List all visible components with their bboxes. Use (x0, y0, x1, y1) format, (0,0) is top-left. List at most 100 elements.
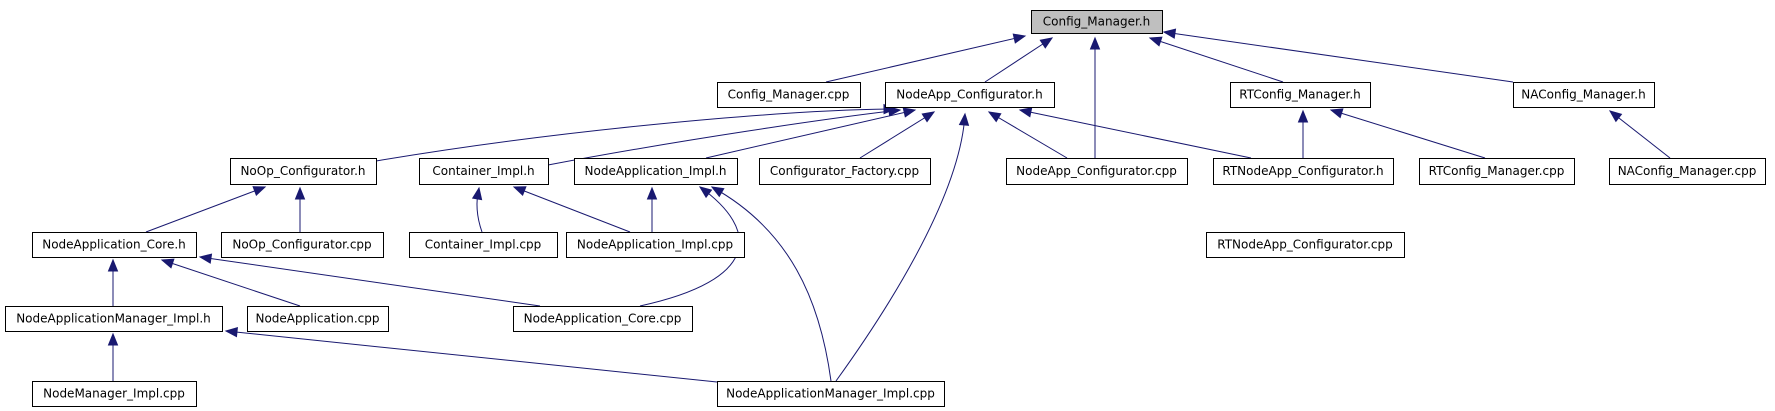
node-nodeapplication_core_h[interactable]: NodeApplication_Core.h (32, 232, 197, 258)
edge-line (161, 259, 301, 307)
arrow-head (887, 106, 902, 117)
node-box[interactable] (513, 306, 693, 332)
edge-rtnodeapp_configurator_h-to-nodeapp_configurator_h (1018, 107, 1252, 159)
arrow-head (1329, 108, 1344, 119)
edge-line (984, 37, 1053, 83)
node-naconfig_manager_h[interactable]: NAConfig_Manager.h (1513, 82, 1655, 108)
edge-nodeapplicationmanager_impl_cpp-to-nodeapp_configurator_h (835, 112, 970, 382)
node-label: NodeApplication.cpp (255, 312, 379, 326)
arrow-head (1089, 36, 1101, 50)
node-box[interactable] (759, 158, 931, 185)
node-configurator_factory_cpp[interactable]: Configurator_Factory.cpp (759, 158, 931, 185)
arrow-head (252, 186, 267, 196)
node-box[interactable] (1609, 158, 1766, 185)
node-config_manager_cpp[interactable]: Config_Manager.cpp (717, 82, 861, 108)
node-nodeapplication_impl_h[interactable]: NodeApplication_Impl.h (574, 158, 738, 185)
node-nodeapplicationmanager_impl_h[interactable]: NodeApplicationManager_Impl.h (5, 306, 223, 332)
edge-line (1163, 31, 1514, 83)
node-box[interactable] (1513, 82, 1655, 108)
arrow-head (646, 186, 658, 200)
node-nodeapp_configurator_cpp[interactable]: NodeApp_Configurator.cpp (1006, 158, 1188, 185)
edge-rtconfig_manager_h-to-config_manager_h (1148, 36, 1284, 83)
node-box[interactable] (885, 82, 1055, 108)
node-box[interactable] (247, 306, 389, 332)
edge-nodeapplicationmanager_impl_cpp-to-nodeapplication_impl_h (710, 186, 832, 382)
edge-line (1330, 109, 1486, 159)
edge-line (1149, 37, 1284, 83)
node-box[interactable] (230, 158, 377, 185)
node-box[interactable] (1006, 158, 1188, 185)
node-naconfig_manager_cpp[interactable]: NAConfig_Manager.cpp (1609, 158, 1766, 185)
node-label: RTConfig_Manager.h (1239, 88, 1361, 102)
node-box[interactable] (5, 306, 223, 332)
arrow-head (1297, 109, 1309, 123)
edge-line (859, 111, 935, 159)
edge-line (988, 111, 1068, 159)
node-box[interactable] (566, 232, 745, 258)
node-container_impl_h[interactable]: Container_Impl.h (419, 158, 549, 185)
arrow-head (921, 111, 936, 123)
arrow-head (512, 186, 527, 197)
edge-line (835, 113, 966, 382)
node-label: Configurator_Factory.cpp (770, 164, 919, 178)
edge-nodeapp_configurator_cpp-to-nodeapp_configurator_h (987, 111, 1068, 159)
node-box[interactable] (32, 232, 197, 258)
arrow-head (1148, 36, 1163, 47)
node-label: NodeApp_Configurator.cpp (1016, 164, 1177, 178)
edge-line (513, 186, 631, 233)
node-label: NodeManager_Impl.cpp (43, 387, 185, 401)
edge-nodeapplication_impl_cpp-to-container_impl_h (512, 186, 631, 233)
edge-naconfig_manager_h-to-config_manager_h (1162, 28, 1514, 83)
node-nodemanager_impl_cpp[interactable]: NodeManager_Impl.cpp (32, 381, 197, 407)
node-noop_configurator_h[interactable]: NoOp_Configurator.h (230, 158, 377, 185)
node-box[interactable] (1230, 82, 1371, 108)
node-box[interactable] (1206, 232, 1405, 258)
arrow-head (987, 111, 1002, 123)
node-nodeapplicationmanager_impl_cpp[interactable]: NodeApplicationManager_Impl.cpp (717, 381, 945, 407)
node-rtnodeapp_configurator_h[interactable]: RTNodeApp_Configurator.h (1213, 158, 1394, 185)
node-nodeapplication_core_cpp[interactable]: NodeApplication_Core.cpp (513, 306, 693, 332)
node-noop_configurator_cpp[interactable]: NoOp_Configurator.cpp (221, 232, 384, 258)
node-label: Config_Manager.cpp (728, 88, 850, 102)
edge-line (225, 330, 718, 383)
arrow-head (160, 258, 175, 269)
node-box[interactable] (717, 381, 945, 407)
arrow-head (1039, 37, 1054, 49)
node-box[interactable] (409, 232, 558, 258)
arrow-head (958, 112, 970, 126)
edge-config_manager_cpp-to-config_manager_h (825, 33, 1027, 83)
node-box[interactable] (1031, 10, 1163, 34)
edge-rtconfig_manager_cpp-to-rtconfig_manager_h (1329, 108, 1486, 159)
node-nodeapplication_cpp[interactable]: NodeApplication.cpp (247, 306, 389, 332)
node-label: NodeApp_Configurator.h (896, 88, 1042, 102)
arrow-head (294, 186, 306, 200)
node-rtconfig_manager_cpp[interactable]: RTConfig_Manager.cpp (1419, 158, 1575, 185)
node-box[interactable] (1419, 158, 1575, 185)
node-box[interactable] (419, 158, 549, 185)
edge-configurator_factory_cpp-to-nodeapp_configurator_h (859, 111, 936, 159)
edge-line (199, 256, 541, 307)
edge-line (1609, 110, 1671, 159)
node-label: Container_Impl.h (432, 164, 534, 178)
edge-nodeapp_configurator_cpp-to-config_manager_h (1089, 36, 1101, 158)
node-label: NodeApplication_Core.h (42, 238, 186, 252)
node-box[interactable] (32, 381, 197, 407)
edges-layer (107, 28, 1671, 383)
node-nodeapplication_impl_cpp[interactable]: NodeApplication_Impl.cpp (566, 232, 745, 258)
node-rtconfig_manager_h[interactable]: RTConfig_Manager.h (1230, 82, 1371, 108)
edge-nodemanager_impl_cpp-to-nodeapplicationmanager_impl_h (107, 332, 119, 381)
node-container_impl_cpp[interactable]: Container_Impl.cpp (409, 232, 558, 258)
arrow-head (1162, 28, 1177, 39)
node-box[interactable] (1213, 158, 1394, 185)
node-rtnodeapp_configurator_cpp[interactable]: RTNodeApp_Configurator.cpp (1206, 232, 1405, 258)
node-box[interactable] (221, 232, 384, 258)
node-label: NoOp_Configurator.cpp (232, 238, 371, 252)
node-box[interactable] (717, 82, 861, 108)
node-nodeapp_configurator_h[interactable]: NodeApp_Configurator.h (885, 82, 1055, 108)
node-label: NAConfig_Manager.h (1521, 88, 1645, 102)
arrow-head (107, 332, 119, 346)
node-config_manager_h[interactable]: Config_Manager.h (1031, 10, 1163, 34)
node-box[interactable] (574, 158, 738, 185)
edge-noop_configurator_cpp-to-noop_configurator_h (294, 186, 306, 232)
